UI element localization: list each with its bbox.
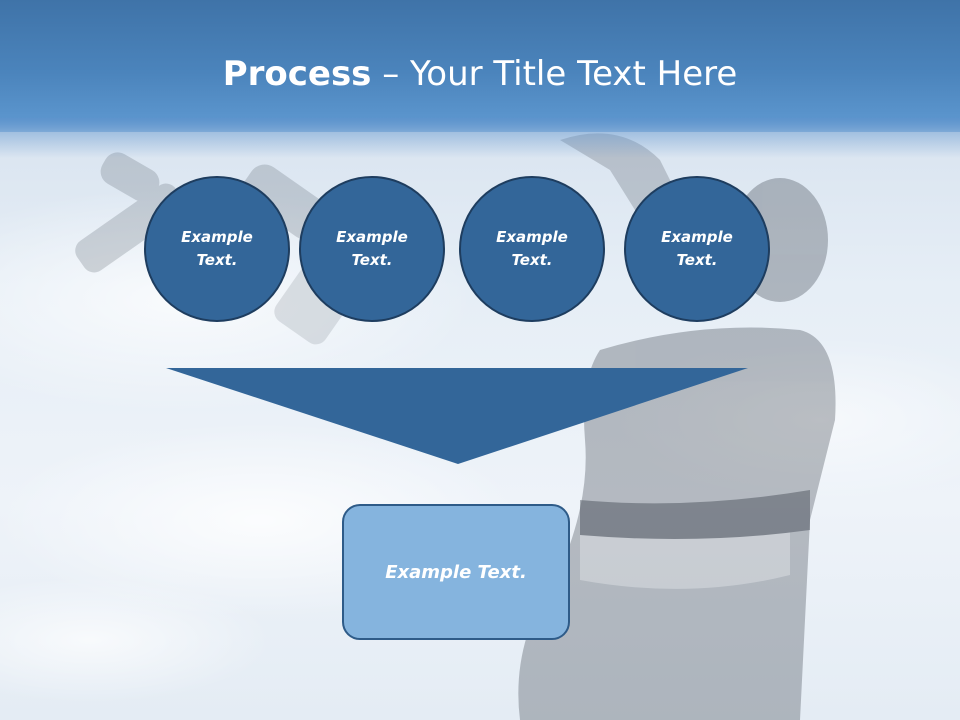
funnel-arrow[interactable] — [166, 368, 750, 466]
result-box[interactable]: Example Text. — [342, 504, 570, 640]
result-box-text: Example Text. — [385, 561, 527, 583]
title-bar-fade — [0, 118, 960, 158]
title-bold-text: Process — [222, 54, 372, 94]
slide-title[interactable]: Process – Your Title Text Here — [0, 52, 960, 96]
title-bar — [0, 0, 960, 132]
title-rest-text: – Your Title Text Here — [371, 54, 738, 94]
